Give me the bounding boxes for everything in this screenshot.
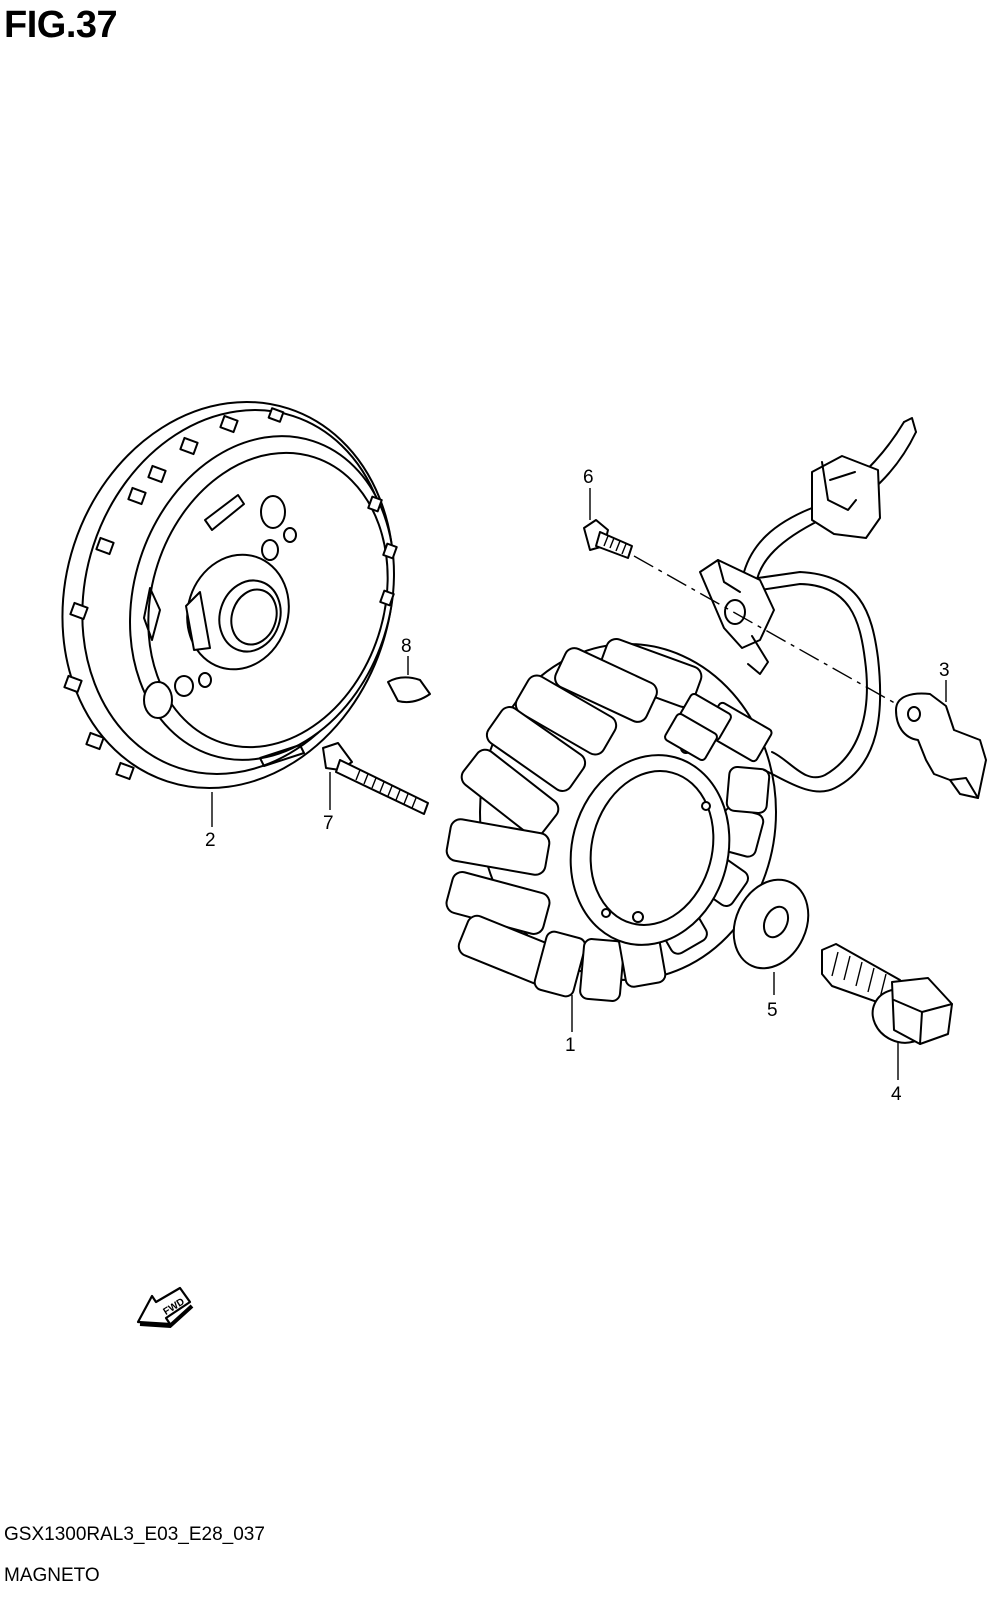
figure-name: MAGNETO	[4, 1565, 100, 1586]
figure-title: FIG.37	[4, 4, 118, 46]
rotor-part[interactable]	[13, 359, 442, 832]
key-part[interactable]	[387, 676, 431, 704]
screw-6-part[interactable]	[583, 519, 633, 559]
wiring-harness	[699, 417, 917, 793]
callout-3: 3	[939, 660, 950, 681]
clamp-3-part[interactable]	[895, 692, 987, 799]
callout-8: 8	[401, 636, 412, 657]
callout-6: 6	[583, 467, 594, 488]
assembly-axis-line	[633, 555, 901, 707]
washer-5-part[interactable]	[720, 868, 822, 981]
bolt-4-part[interactable]	[821, 943, 953, 1052]
callout-4: 4	[891, 1084, 902, 1105]
callout-1: 1	[565, 1035, 576, 1056]
callout-2: 2	[205, 830, 216, 851]
figure-code: GSX1300RAL3_E03_E28_037	[4, 1524, 265, 1545]
fwd-arrow-icon: FWD	[136, 1286, 194, 1329]
stator-part[interactable]	[444, 636, 777, 1002]
callout-7: 7	[323, 813, 334, 834]
bolt-7-part[interactable]	[322, 742, 429, 815]
callout-5: 5	[767, 1000, 778, 1021]
